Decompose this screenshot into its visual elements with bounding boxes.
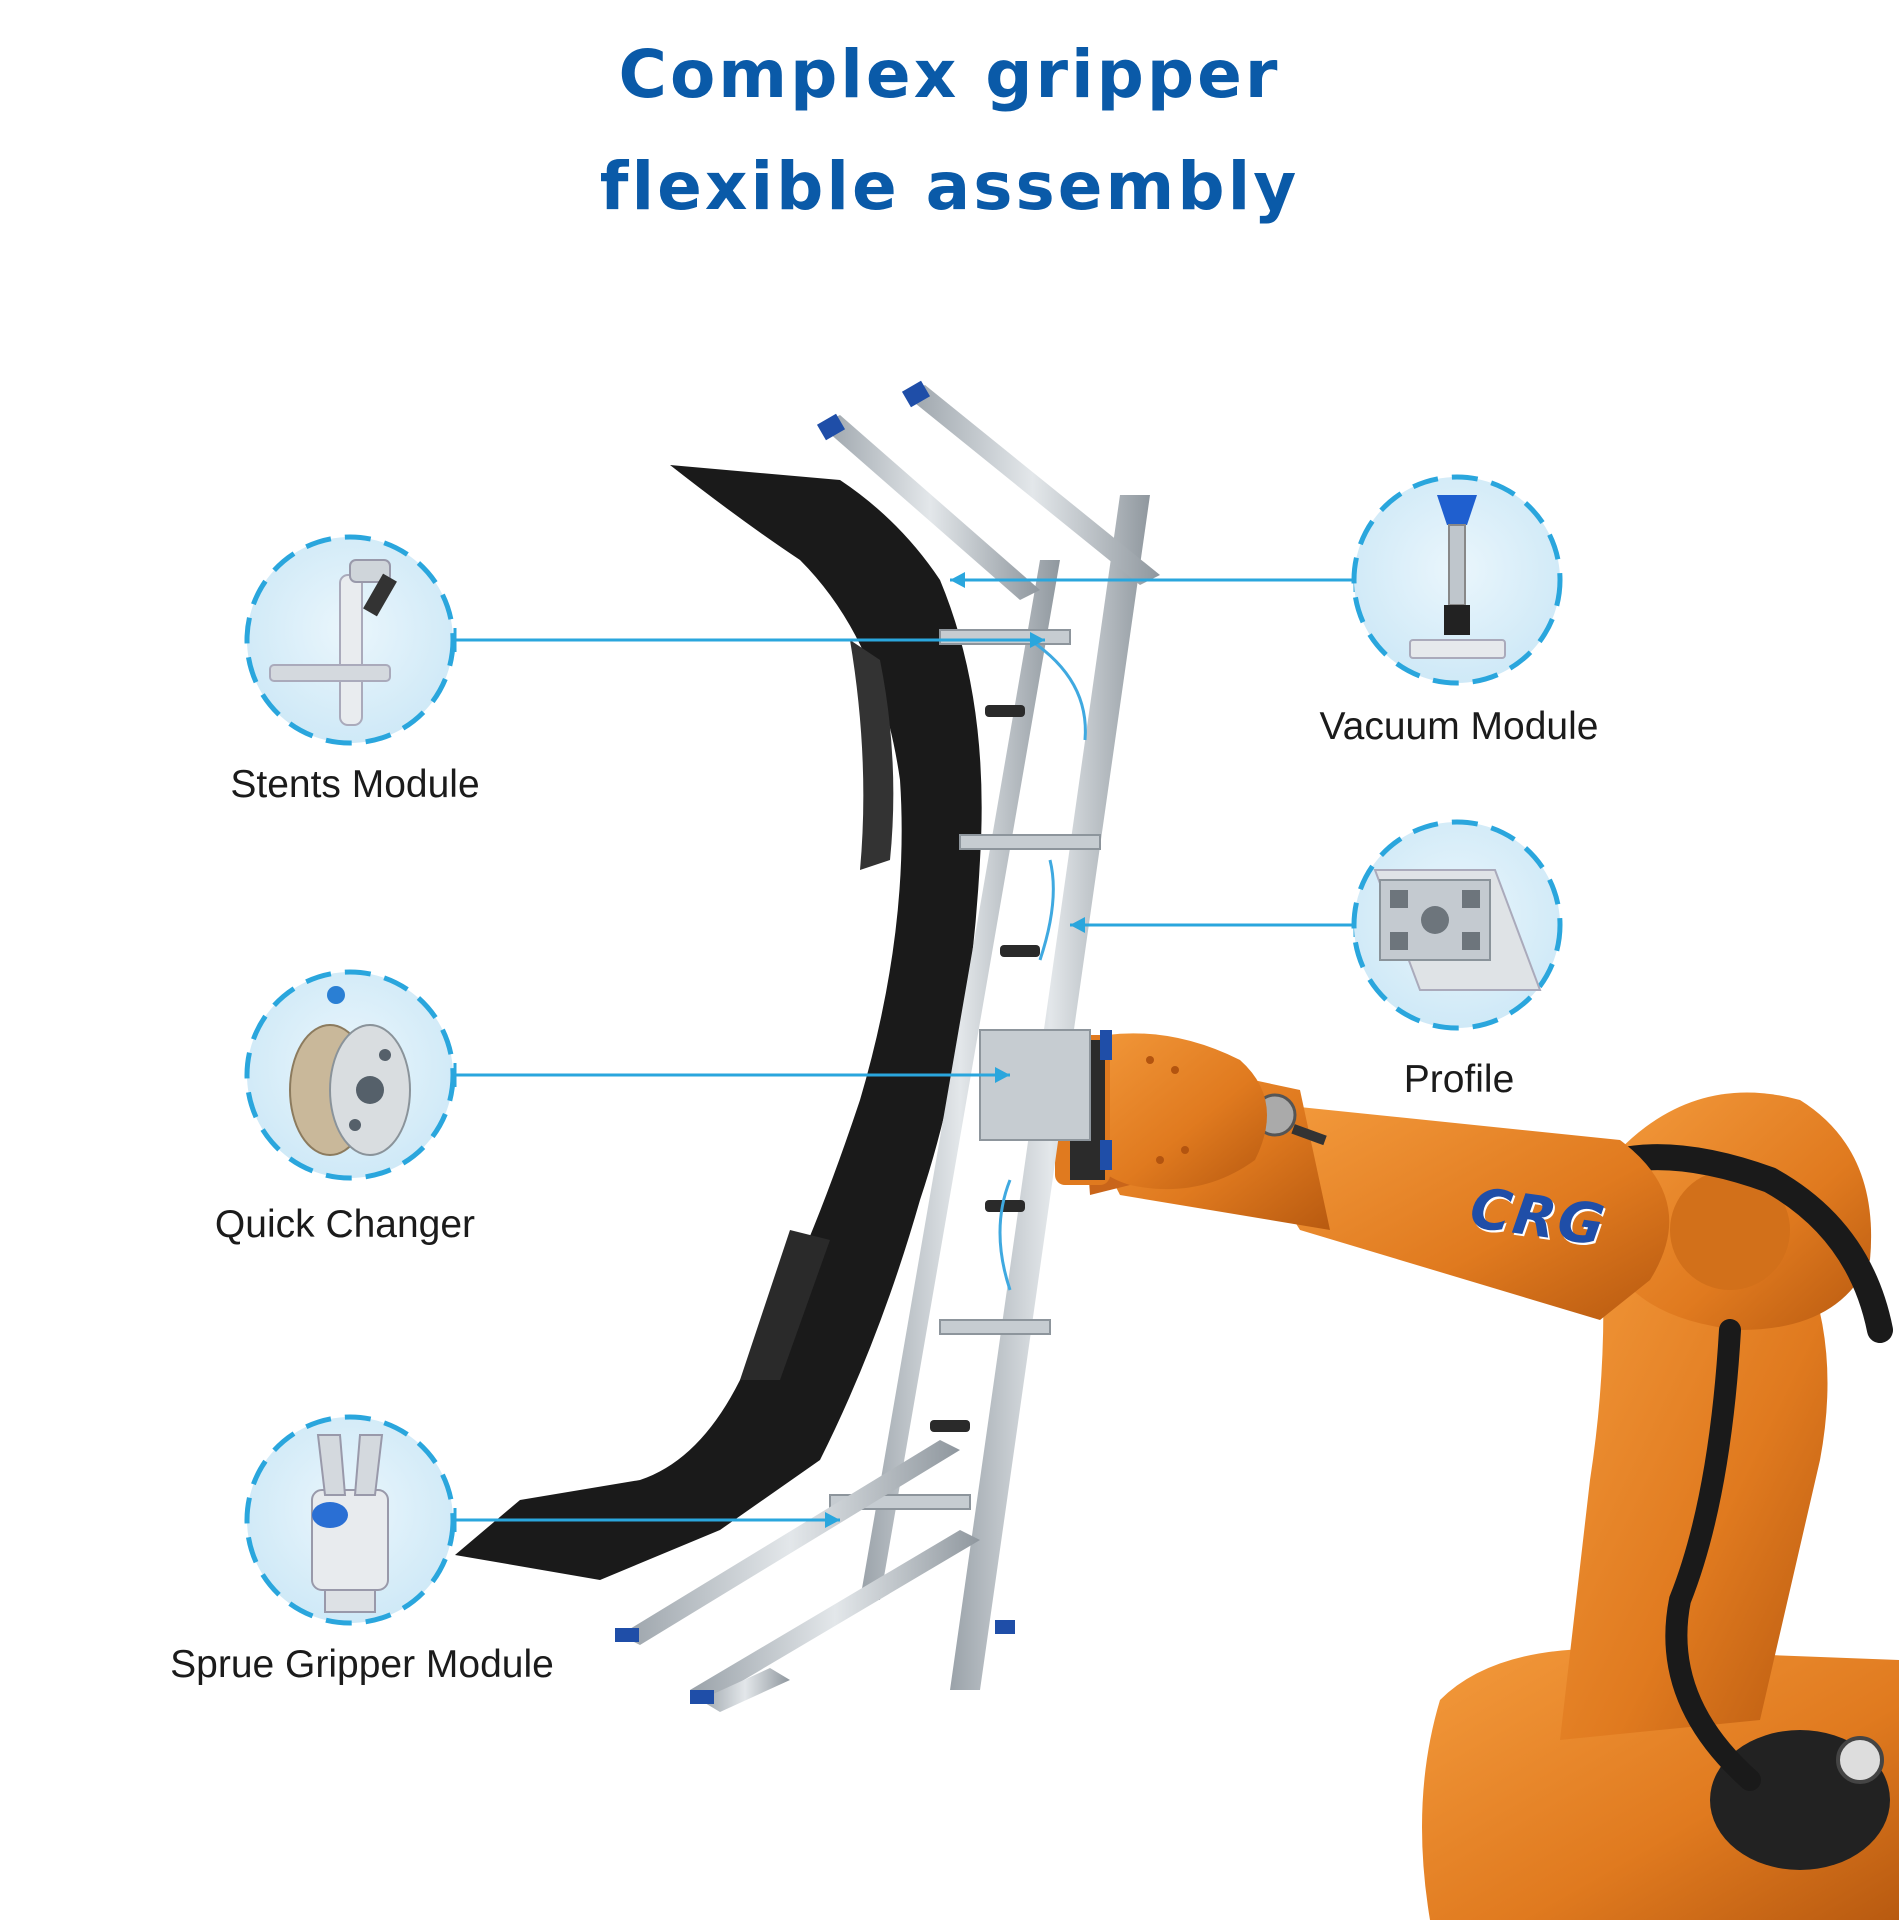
bumper-part (455, 465, 982, 1580)
module-label-quick-changer: Quick Changer (214, 1203, 476, 1246)
module-label-vacuum: Vacuum Module (1319, 705, 1599, 748)
page-title-line-2: flexible assembly (599, 148, 1300, 225)
aluminium-frame (615, 380, 1160, 1712)
leader-arrowheads (825, 572, 1085, 1528)
module-label-stents: Stents Module (230, 763, 480, 806)
vacuum-module-icon (1351, 474, 1563, 686)
leader-lines (455, 578, 1355, 1522)
quick-changer-icon (244, 969, 456, 1181)
robot-arm (1055, 1030, 1899, 1920)
stents-module-icon (244, 534, 456, 746)
module-label-profile: Profile (1403, 1058, 1515, 1101)
sprue-gripper-icon (244, 1414, 456, 1626)
module-label-sprue-gripper: Sprue Gripper Module (170, 1643, 554, 1686)
page-title-line-1: Complex gripper (618, 36, 1281, 113)
profile-icon (1351, 819, 1563, 1031)
